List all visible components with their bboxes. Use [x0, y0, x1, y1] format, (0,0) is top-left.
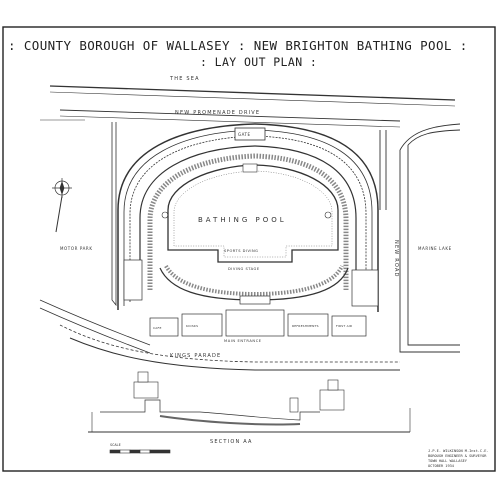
new-road-label: NEW ROAD [393, 240, 399, 278]
gate-building [234, 127, 266, 141]
first-aid-label: FIRST AID [336, 324, 353, 328]
credit-line: BOROUGH ENGINEER & SURVEYOR [428, 454, 487, 458]
pool-corner-feature-icon [161, 211, 169, 219]
credit-line: OCTOBER 1934 [428, 464, 454, 468]
sports-diving-label: SPORTS DIVING [224, 249, 258, 253]
sheet-border [2, 26, 496, 472]
marine-lake-label: MARINE LAKE [418, 246, 452, 251]
bathing-pool-outline [167, 164, 339, 263]
front-buildings [123, 259, 379, 337]
section-label: SECTION AA [210, 439, 253, 445]
motor-park-label: MOTOR PARK [60, 246, 93, 251]
diving-stage-label: DIVING STAGE [228, 267, 260, 271]
refreshments-label: REFRESHMENTS [292, 324, 319, 328]
gate-label: GATE [238, 132, 251, 137]
pool-corner-feature-icon [324, 211, 332, 219]
drawing-subtitle: : LAY OUT PLAN : [200, 55, 318, 69]
right-road-edge [379, 123, 461, 353]
promenade-drive-label: NEW PROMENADE DRIVE [175, 110, 260, 116]
south-stand [159, 264, 349, 305]
main-entrance-label: MAIN ENTRANCE [224, 339, 262, 343]
kiosks-label: KIOSKS [186, 324, 198, 328]
credit-line: TOWN HALL WALLASEY [428, 459, 468, 463]
diving-stage-icon [242, 163, 258, 173]
credit-line: J.P.E. WILKINSON M.Inst.C.E. [428, 449, 489, 453]
north-arrow-icon [52, 178, 72, 233]
bathing-pool-label: BATHING POOL [198, 216, 287, 224]
scale-bar [109, 449, 171, 454]
kings-parade-road [59, 324, 400, 371]
drawing-title: : COUNTY BOROUGH OF WALLASEY : NEW BRIGH… [8, 38, 468, 53]
promenade-lines [40, 85, 456, 128]
cafe-label: CAFE [153, 326, 162, 330]
kings-parade-label: KINGS PARADE [170, 353, 221, 359]
left-road-edge [39, 122, 151, 354]
section-aa-drawing [88, 371, 411, 433]
sea-label: THE SEA [169, 76, 200, 82]
scale-label: SCALE [110, 443, 121, 447]
